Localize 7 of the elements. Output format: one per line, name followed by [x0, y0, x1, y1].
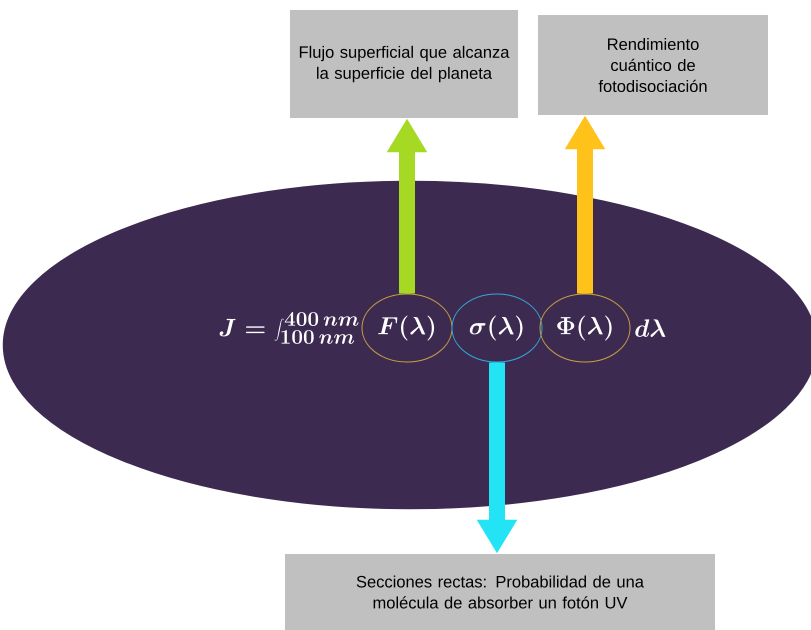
ellipse-background [1, 179, 811, 511]
text-box: Rendimiento cuántico de fotodisociación [538, 15, 768, 115]
circled-term: $F(\lambda)$ [362, 294, 452, 362]
circled-term: $\Phi(\lambda)$ [540, 294, 630, 362]
circled-term: $\sigma(\lambda)$ [452, 294, 542, 362]
text-box: Flujo superficial que alcanza la superficie del planeta [290, 10, 518, 118]
text-box: Secciones rectas: Probabilidad de una molécula de absorber un fotón UV [285, 554, 715, 630]
